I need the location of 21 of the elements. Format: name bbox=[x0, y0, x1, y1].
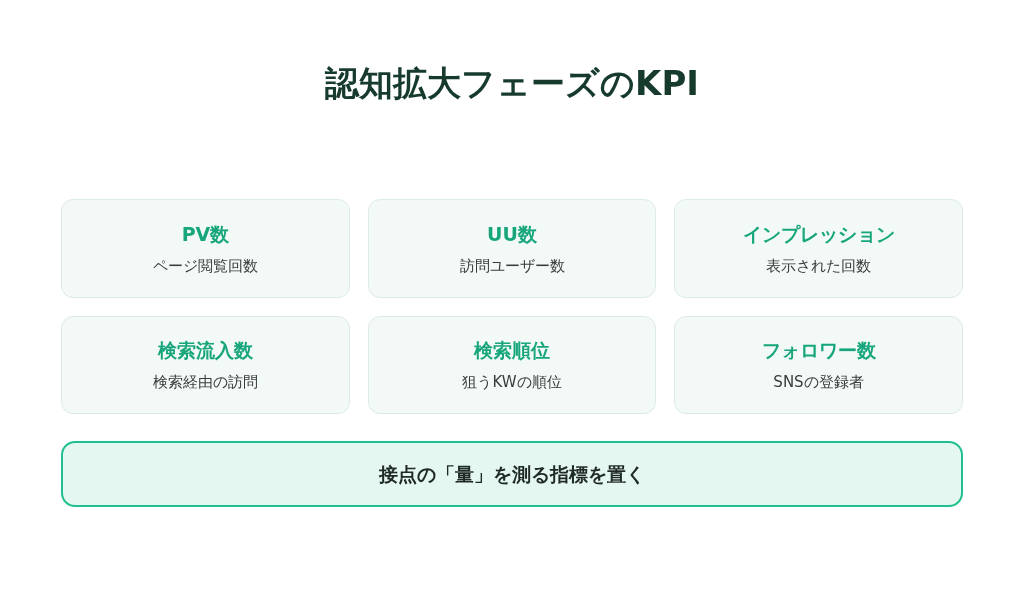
kpi-card bbox=[674, 199, 963, 298]
kpi-name: PV数 bbox=[181, 221, 230, 247]
diagram-title: 認知拡大フェーズのKPI bbox=[324, 62, 700, 105]
kpi-name: フォロワー数 bbox=[761, 338, 876, 363]
kpi-card bbox=[368, 316, 656, 414]
kpi-card bbox=[674, 316, 963, 414]
kpi-description: 狙うKWの順位 bbox=[462, 372, 562, 393]
kpi-description: 検索経由の訪問 bbox=[153, 372, 258, 393]
kpi-card bbox=[61, 316, 350, 414]
kpi-card bbox=[61, 199, 350, 298]
kpi-description: 表示された回数 bbox=[766, 255, 871, 277]
kpi-name: インプレッション bbox=[742, 221, 895, 247]
summary-text: 接点の「量」を測る指標を置く bbox=[379, 462, 645, 487]
kpi-description: 訪問ユーザー数 bbox=[459, 255, 565, 277]
kpi-name: 検索流入数 bbox=[158, 338, 253, 363]
kpi-name: 検索順位 bbox=[474, 338, 550, 363]
summary-box bbox=[61, 441, 963, 507]
kpi-description: ページ閲覧回数 bbox=[153, 255, 258, 277]
kpi-name: UU数 bbox=[487, 221, 537, 247]
kpi-card bbox=[368, 199, 656, 298]
kpi-description: SNSの登録者 bbox=[773, 372, 864, 393]
